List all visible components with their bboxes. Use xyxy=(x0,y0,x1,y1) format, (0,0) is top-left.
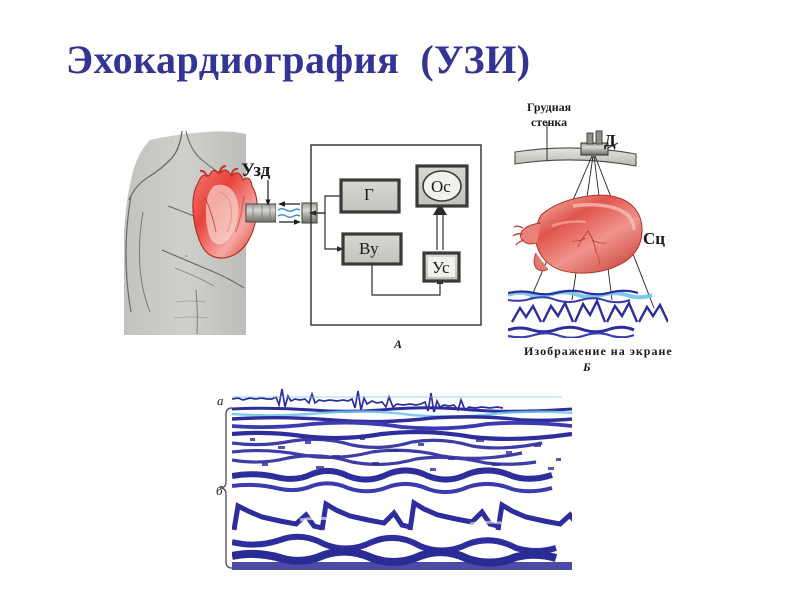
probe-label: Узд xyxy=(241,160,271,181)
heart-lateral xyxy=(512,194,643,274)
block-label-oscilloscope: Ос xyxy=(431,177,451,196)
m-mode-echogram xyxy=(232,406,572,570)
block-diagram xyxy=(309,144,482,326)
block-label-sweep-unit: Ву xyxy=(359,239,379,258)
ultrasound-probe xyxy=(245,180,318,225)
sector-scan-diagram xyxy=(508,122,668,338)
ecg-trace xyxy=(232,388,562,412)
transducer-label: Д xyxy=(604,131,616,150)
screen-image-small xyxy=(508,289,668,338)
block-sweep-unit xyxy=(341,232,403,266)
figure-a-caption: А xyxy=(394,337,403,351)
screen-caption: Изображение на экране xyxy=(524,344,673,358)
block-label-amplifier: Ус xyxy=(432,258,450,277)
block-label-generator: Г xyxy=(364,185,374,204)
block-oscilloscope xyxy=(415,164,469,208)
transducer-icon xyxy=(580,130,619,156)
scan-label: Сц xyxy=(643,229,666,248)
block-generator xyxy=(339,178,401,214)
page-title: Эхокардиография (УЗИ) xyxy=(66,37,531,82)
ecg-trace-label: а xyxy=(217,393,224,408)
patient-torso-group xyxy=(124,130,318,335)
heart-anterior xyxy=(192,164,258,259)
m-mode-label: б xyxy=(216,483,223,498)
echogram-panel xyxy=(219,388,572,570)
block-amplifier xyxy=(422,251,461,283)
figure-b-caption: Б xyxy=(583,360,591,374)
